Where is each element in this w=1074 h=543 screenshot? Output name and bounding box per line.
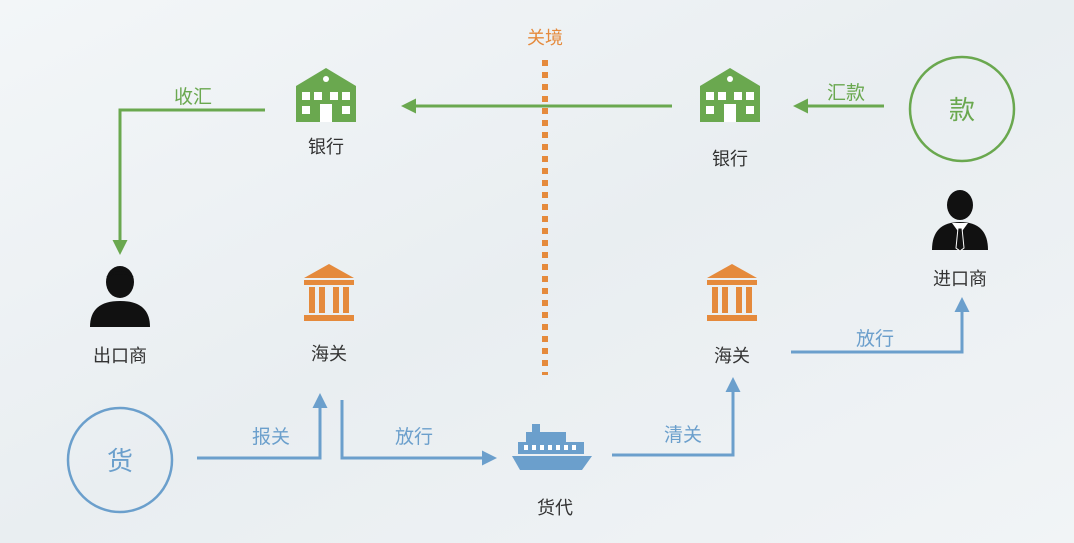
importer-label: 进口商 [933, 269, 987, 290]
customs-right-icon [707, 264, 757, 321]
edge-declare-arrow [197, 393, 328, 460]
edge-release-export-arrow [340, 400, 497, 466]
exporter-label: 出口商 [93, 346, 147, 367]
edge-release-import-arrow [791, 297, 970, 354]
edge-collect-arrow [112, 108, 265, 255]
importer-icon [932, 190, 988, 252]
bank-right-icon [700, 68, 760, 122]
goods-circle [66, 406, 174, 514]
edge-release-import-label: 放行 [856, 328, 894, 350]
ship-icon [512, 424, 592, 470]
bank-left-label: 银行 [308, 137, 344, 158]
customs-left-label: 海关 [311, 344, 347, 365]
edge-release-export-label: 放行 [395, 426, 433, 448]
edge-clear-label: 清关 [664, 424, 702, 446]
edge-collect-label: 收汇 [174, 86, 212, 108]
payment-label: 款 [949, 96, 975, 126]
customs-left-icon [304, 264, 354, 321]
payment-circle [908, 55, 1016, 163]
customs-right-label: 海关 [714, 346, 750, 367]
edge-remit-label: 汇款 [827, 82, 865, 104]
bank-right-label: 银行 [712, 149, 748, 170]
bank-left-icon [296, 68, 356, 122]
edge-declare-label: 报关 [252, 426, 290, 448]
forwarder-label: 货代 [537, 498, 573, 519]
edge-clear-arrow [612, 377, 741, 457]
exporter-icon [90, 266, 150, 327]
border-label: 关境 [527, 28, 563, 49]
goods-label: 货 [107, 447, 133, 477]
